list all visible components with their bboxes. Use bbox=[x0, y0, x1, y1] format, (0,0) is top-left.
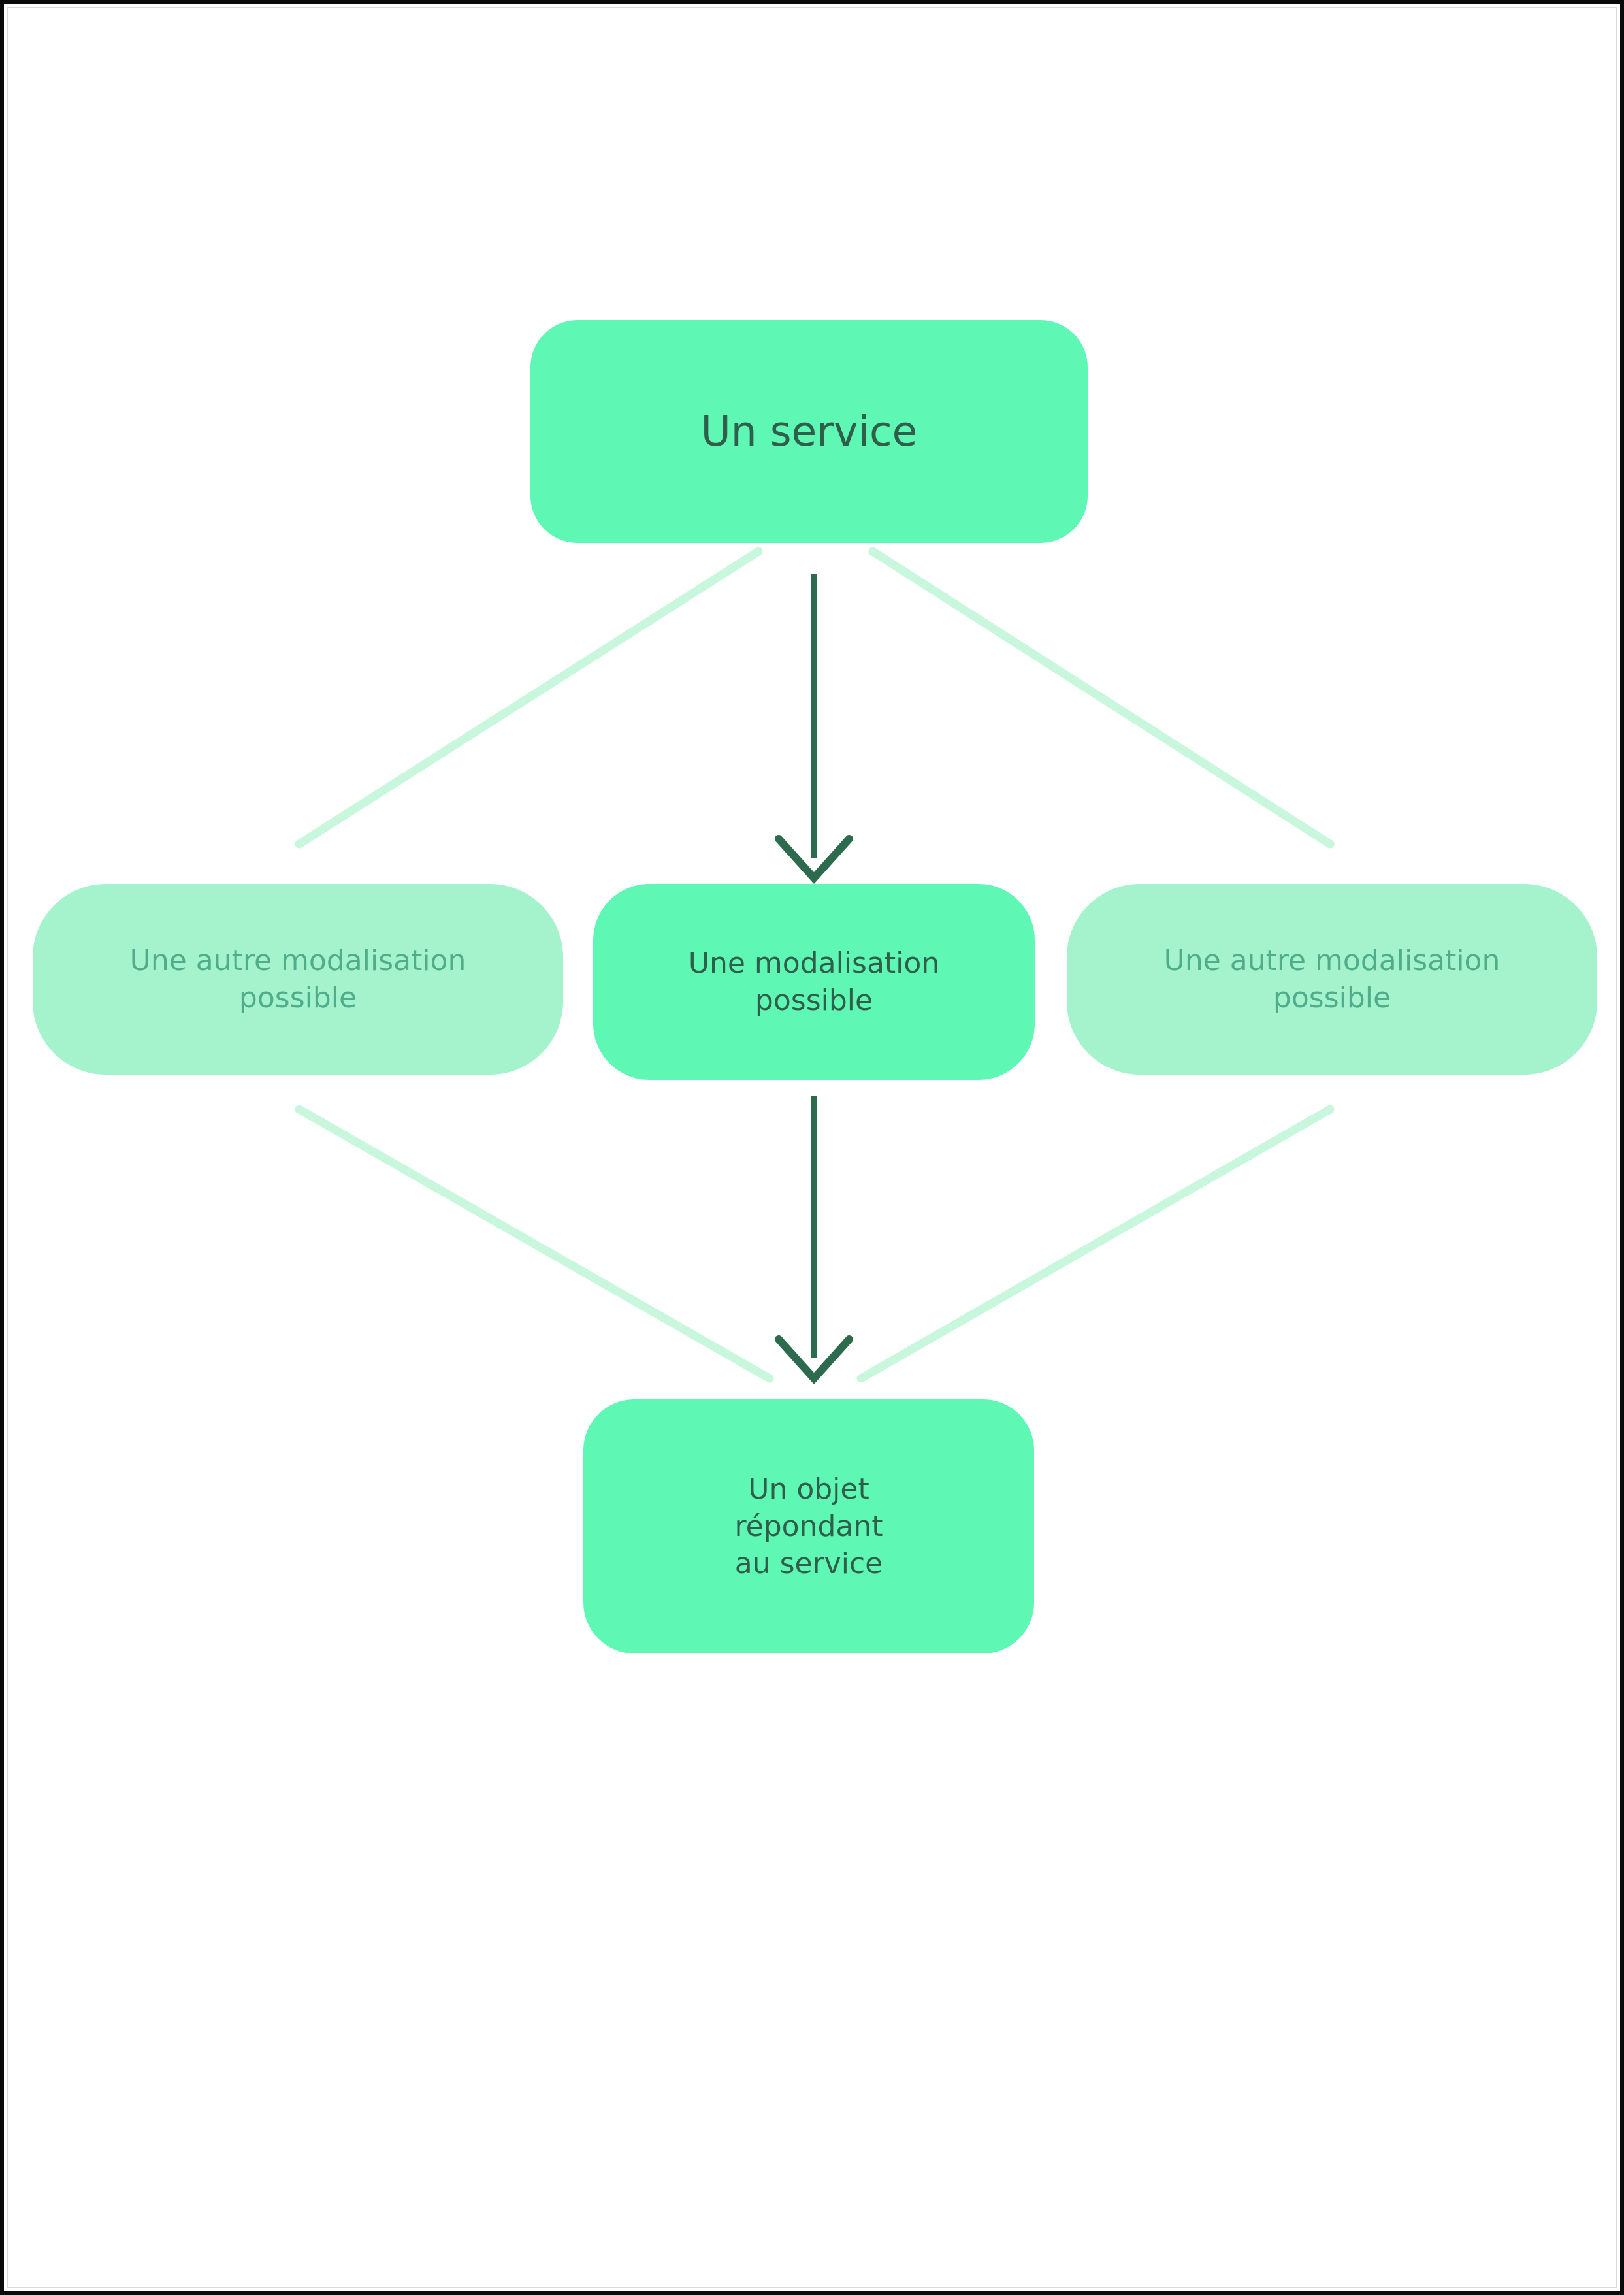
node-label: Un objet répondant au service bbox=[734, 1472, 883, 1581]
node-label: Une modalisation possible bbox=[688, 946, 940, 1017]
edge-layer bbox=[295, 547, 1335, 1384]
node-label: Un service bbox=[700, 407, 918, 455]
edge-service-to-gauche bbox=[295, 547, 763, 849]
node-une-autre-modalisation-possible-gauche[interactable]: Une autre modalisation possible bbox=[33, 884, 563, 1075]
arrowhead-down-icon bbox=[775, 1335, 853, 1384]
node-une-modalisation-possible[interactable]: Une modalisation possible bbox=[593, 884, 1035, 1080]
edge-gauche-to-objet bbox=[295, 1105, 774, 1383]
edge-droite-to-objet bbox=[856, 1105, 1335, 1383]
edge-service-to-droite bbox=[868, 547, 1335, 849]
node-un-objet-repondant-au-service[interactable]: Un objet répondant au service bbox=[583, 1399, 1034, 1653]
edge-centre-to-objet bbox=[775, 1096, 853, 1384]
node-une-autre-modalisation-possible-droite[interactable]: Une autre modalisation possible bbox=[1067, 884, 1597, 1075]
edge-service-to-centre bbox=[775, 574, 853, 884]
arrowhead-down-icon bbox=[775, 835, 853, 884]
node-un-service[interactable]: Un service bbox=[530, 320, 1088, 543]
node-label: Une autre modalisation possible bbox=[129, 943, 466, 1015]
diagram-canvas: Un service Une autre modalisation possib… bbox=[4, 4, 1620, 2291]
node-label: Une autre modalisation possible bbox=[1163, 943, 1501, 1015]
